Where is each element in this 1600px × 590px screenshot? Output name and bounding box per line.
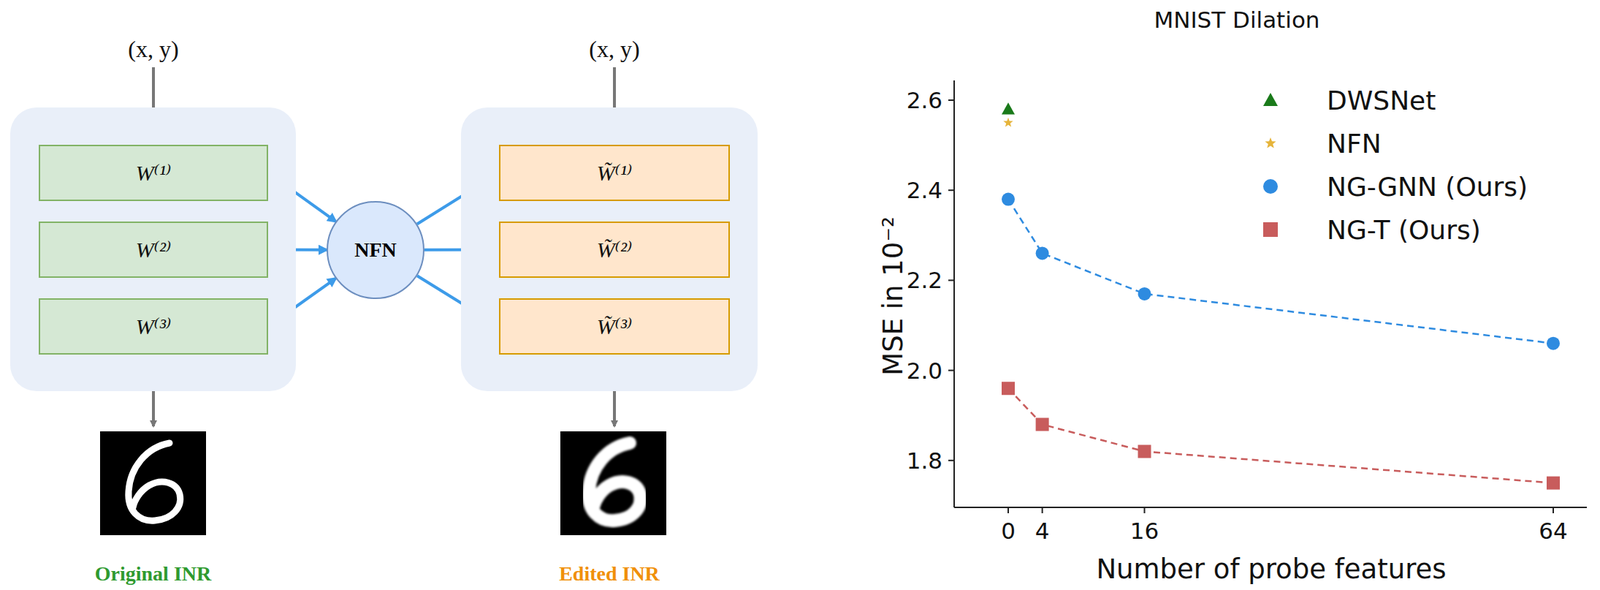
node-label: W̃⁽¹⁾ bbox=[596, 160, 633, 186]
weight-box: W⁽¹⁾ bbox=[38, 144, 269, 201]
tick bbox=[1552, 507, 1554, 513]
digit-image bbox=[100, 431, 207, 535]
circle-marker bbox=[1137, 287, 1151, 301]
node-label: W̃⁽²⁾ bbox=[596, 236, 633, 263]
node-label: W̃⁽³⁾ bbox=[596, 313, 633, 339]
node-label: NFN bbox=[354, 238, 397, 262]
square-marker bbox=[1137, 444, 1151, 458]
triangle-marker bbox=[1001, 102, 1015, 114]
digit-image bbox=[560, 431, 667, 535]
y-axis-label: MSE in 10⁻² bbox=[877, 216, 909, 375]
weight-box: W̃⁽¹⁾ bbox=[498, 144, 730, 201]
input-coords: (x, y) bbox=[588, 35, 640, 63]
circle-marker bbox=[1263, 178, 1278, 194]
x-axis bbox=[954, 506, 1587, 508]
series-line bbox=[1008, 387, 1554, 483]
x-tick-label: 4 bbox=[1035, 517, 1050, 544]
y-tick-label: 2.4 bbox=[906, 176, 943, 204]
tick bbox=[948, 369, 955, 372]
x-axis-label: Number of probe features bbox=[1095, 553, 1446, 585]
y-tick-label: 1.8 bbox=[906, 447, 943, 474]
weight-box: W̃⁽²⁾ bbox=[498, 221, 730, 278]
star-marker bbox=[1264, 137, 1276, 149]
panel-caption: Original INR bbox=[0, 561, 311, 586]
tick bbox=[948, 279, 955, 281]
node-label: W⁽³⁾ bbox=[135, 313, 172, 339]
weight-box: W⁽³⁾ bbox=[38, 298, 269, 355]
square-marker bbox=[1263, 222, 1278, 237]
y-tick-label: 2.0 bbox=[906, 357, 943, 384]
input-panel: Edited INRW̃⁽¹⁾W̃⁽²⁾W̃⁽³⁾ bbox=[461, 107, 758, 391]
star-marker bbox=[1003, 117, 1013, 128]
y-tick-label: 2.2 bbox=[906, 266, 943, 293]
tick bbox=[948, 99, 955, 101]
y-tick-label: 2.6 bbox=[906, 86, 943, 114]
panel-caption: Edited INR bbox=[446, 561, 773, 586]
input-panel: Original INRW⁽¹⁾W⁽²⁾W⁽³⁾ bbox=[10, 107, 296, 391]
tick bbox=[948, 189, 955, 191]
square-marker bbox=[1546, 476, 1560, 490]
weight-box: W̃⁽³⁾ bbox=[498, 298, 730, 355]
triangle-marker bbox=[1263, 92, 1278, 106]
circle-marker bbox=[1001, 192, 1015, 207]
x-tick-label: 64 bbox=[1538, 517, 1568, 544]
tick bbox=[1041, 507, 1044, 513]
x-tick-label: 16 bbox=[1130, 517, 1159, 544]
circle-marker bbox=[1546, 336, 1560, 350]
tick bbox=[948, 459, 955, 462]
legend-label: NFN bbox=[1326, 128, 1382, 159]
nfn-circle: NFN bbox=[326, 200, 425, 299]
legend-label: DWSNet bbox=[1326, 85, 1436, 116]
node-label: W⁽²⁾ bbox=[135, 236, 172, 263]
tick bbox=[1143, 507, 1145, 513]
circle-marker bbox=[1035, 246, 1050, 260]
legend-label: NG-T (Ours) bbox=[1326, 214, 1481, 245]
chart-title: MNIST Dilation bbox=[1153, 6, 1320, 33]
weight-box: W⁽²⁾ bbox=[38, 221, 269, 278]
series-line bbox=[1008, 199, 1554, 344]
input-coords: (x, y) bbox=[127, 35, 179, 63]
square-marker bbox=[1035, 417, 1050, 432]
legend-label: NG-GNN (Ours) bbox=[1326, 171, 1528, 202]
y-axis bbox=[953, 80, 955, 508]
x-tick-label: 0 bbox=[1000, 517, 1016, 544]
square-marker bbox=[1001, 381, 1015, 395]
tick bbox=[1007, 507, 1009, 513]
node-label: W⁽¹⁾ bbox=[135, 160, 172, 186]
chart-data bbox=[948, 92, 1560, 513]
